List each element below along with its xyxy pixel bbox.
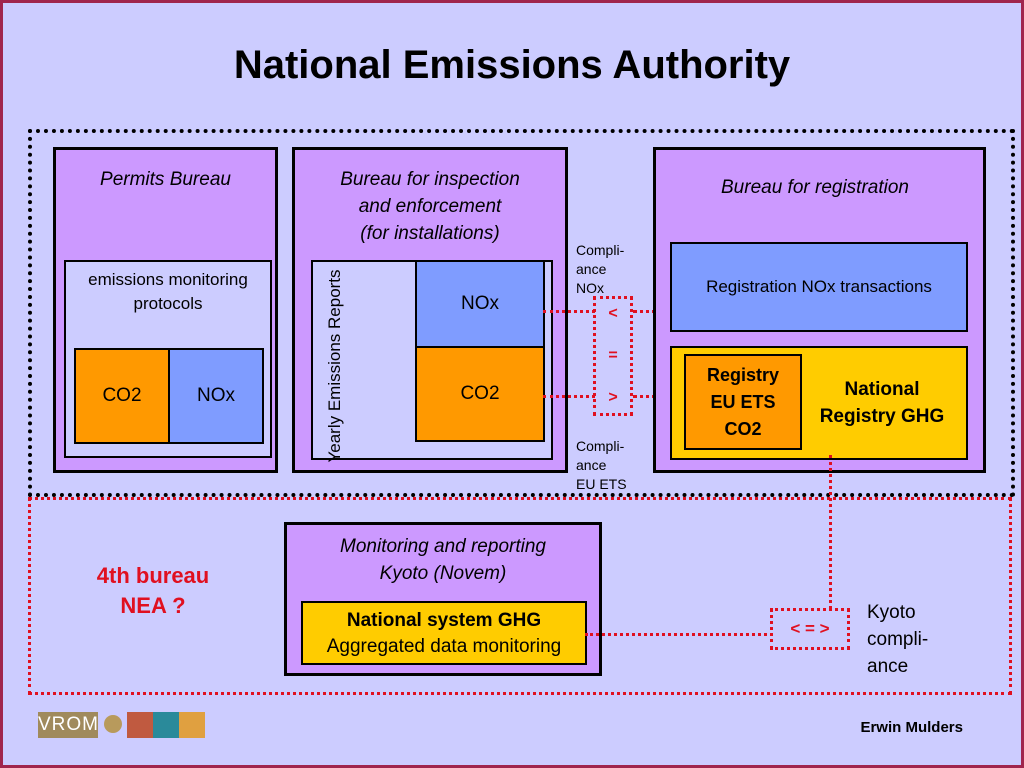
vrom-logo: VROM [38, 712, 98, 738]
kyoto-comparison-box: < = > [770, 608, 850, 650]
connector-kyoto-left [585, 633, 773, 636]
inspection-bureau: Bureau for inspection and enforcement (f… [292, 147, 568, 473]
inspection-bureau-label: Bureau for inspection and enforcement (f… [295, 166, 565, 247]
logo-block-teal [153, 712, 179, 738]
registry-eu-ets-box: Registry EU ETS CO2 [684, 354, 802, 450]
compliance-ets-line2: ance [576, 457, 607, 473]
fourth-bureau-boundary [28, 497, 1012, 695]
inspection-label-line3: (for installations) [360, 223, 500, 244]
national-line2: Registry GHG [819, 406, 945, 427]
inspection-label-line1: Bureau for inspection [340, 169, 520, 190]
nox-transactions-box: Registration NOx transactions [670, 242, 968, 332]
comparison-box: < = > [593, 296, 633, 416]
registry-line1: Registry [706, 365, 780, 385]
fourth-bureau-label: 4th bureau NEA ? [63, 561, 243, 621]
monitoring-label-line2: Kyoto (Novem) [379, 563, 507, 584]
permits-nox-label: NOx [197, 385, 235, 406]
permits-co2-label: CO2 [102, 385, 142, 406]
national-registry-box: Registry EU ETS CO2 National Registry GH… [670, 346, 968, 460]
monitoring-bureau: Monitoring and reporting Kyoto (Novem) N… [284, 522, 602, 676]
comparison-gt: > [608, 389, 618, 406]
aggregated-data-label: Aggregated data monitoring [326, 636, 562, 657]
registration-bureau-label: Bureau for registration [721, 177, 909, 198]
national-registry-label: National Registry GHG [804, 376, 960, 430]
connector-co2-left [543, 395, 595, 398]
inspection-nox-label: NOx [461, 293, 499, 314]
inspection-co2-label: CO2 [460, 383, 500, 404]
compliance-nox-label: Compli- ance NOx [576, 241, 646, 298]
registry-line2: EU ETS [710, 392, 776, 412]
kyoto-line2: compli- [867, 629, 929, 650]
compliance-ets-line3: EU ETS [576, 476, 627, 492]
connector-nox-right [633, 310, 669, 313]
inspection-nox-cell: NOx [415, 260, 545, 348]
connector-co2-right [633, 395, 669, 398]
compliance-ets-line1: Compli- [576, 438, 625, 454]
compliance-nox-line1: Compli- [576, 242, 625, 258]
national-line1: National [844, 379, 920, 400]
compliance-nox-line2: ance [576, 261, 607, 277]
kyoto-line3: ance [867, 656, 909, 677]
connector-registry-down [829, 455, 832, 609]
protocols-label: emissions monitoring protocols [88, 270, 248, 313]
inspection-label-line2: and enforcement [358, 196, 502, 217]
connector-nox-left [543, 310, 595, 313]
author-label: Erwin Mulders [860, 719, 963, 736]
nox-transactions-label: Registration NOx transactions [706, 277, 932, 296]
yearly-reports-box: Yearly Emissions Reports NOx CO2 [311, 260, 553, 463]
fourth-bureau-line1: 4th bureau [96, 563, 210, 588]
logo-block-gold [179, 712, 205, 738]
monitoring-protocols-box: emissions monitoring protocols CO2 NOx [64, 260, 272, 458]
monitoring-label-line1: Monitoring and reporting [340, 536, 546, 557]
national-system-label: National system GHG [346, 610, 542, 631]
registry-line3: CO2 [724, 419, 762, 439]
comparison-eq: = [608, 347, 618, 364]
yearly-reports-label: Yearly Emissions Reports [325, 269, 344, 463]
permits-co2-cell: CO2 [74, 348, 170, 444]
comparison-lt: < [608, 305, 618, 322]
page-title: National Emissions Authority [233, 43, 791, 87]
fourth-bureau-line2: NEA ? [120, 593, 186, 618]
compliance-nox-line3: NOx [576, 280, 604, 296]
monitoring-bureau-label: Monitoring and reporting Kyoto (Novem) [287, 533, 599, 587]
registration-bureau: Bureau for registration Registration NOx… [653, 147, 986, 473]
permits-bureau: Permits Bureau emissions monitoring prot… [53, 147, 278, 473]
kyoto-line1: Kyoto [867, 602, 916, 623]
national-system-box: National system GHG Aggregated data moni… [301, 601, 587, 665]
permits-nox-cell: NOx [168, 348, 264, 444]
kyoto-compliance-label: Kyoto compli- ance [867, 599, 977, 680]
compliance-ets-label: Compli- ance EU ETS [576, 437, 646, 494]
logo-sun-icon [104, 715, 122, 733]
logo-block-red [127, 712, 153, 738]
inspection-co2-cell: CO2 [415, 346, 545, 442]
permits-bureau-label: Permits Bureau [100, 169, 231, 190]
authority-boundary [28, 129, 1015, 497]
